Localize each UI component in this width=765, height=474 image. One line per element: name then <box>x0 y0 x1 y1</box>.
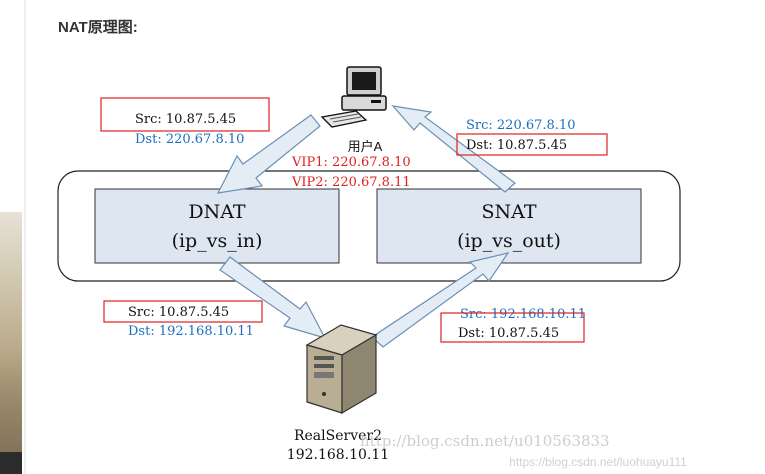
sidebar-thumbnail-footer <box>0 452 22 474</box>
arrow-user-to-dnat <box>216 114 321 194</box>
arrow-server-to-snat <box>371 252 510 348</box>
packet-out-server-dst-box <box>440 312 585 343</box>
dnat-box <box>94 188 340 264</box>
packet-in-server-dst: Dst: 192.168.10.11 <box>128 324 254 339</box>
packet-in-client-dst: Dst: 220.67.8.10 <box>135 132 244 147</box>
packet-out-client-src: Src: 220.67.8.10 <box>466 118 575 133</box>
packet-out-client-dst: Dst: 10.87.5.45 <box>466 138 567 153</box>
packet-in-client-src: Src: 10.87.5.45 <box>135 112 236 127</box>
left-sidebar-thumbnail-strip <box>0 0 24 474</box>
vip1-label: VIP1: 220.67.8.10 <box>291 155 411 170</box>
snat-label: SNAT <box>482 201 537 223</box>
page-divider <box>24 0 26 474</box>
computer-icon <box>320 66 387 128</box>
arrow-snat-to-user <box>391 105 516 193</box>
packet-in-server-src-box <box>103 300 263 323</box>
packet-out-server-dst: Dst: 10.87.5.45 <box>458 326 559 341</box>
packet-out-server-src: Src: 192.168.10.11 <box>460 307 586 322</box>
vip2-label: VIP2: 220.67.8.11 <box>291 175 411 190</box>
server-icon <box>305 324 378 415</box>
user-label: 用户A <box>348 139 383 154</box>
page-title: NAT原理图: <box>58 19 138 36</box>
dnat-label: DNAT <box>188 201 246 223</box>
watermark: http://blog.csdn.net/u010563833 <box>360 432 610 450</box>
packet-out-client-dst-box <box>456 133 608 156</box>
snat-sublabel: (ip_vs_out) <box>457 230 561 252</box>
server-name: RealServer2 <box>294 428 382 444</box>
sidebar-thumbnail-image[interactable] <box>0 212 22 462</box>
watermark-2: https://blog.csdn.net/luohuayu111 <box>509 455 687 469</box>
dnat-sublabel: (ip_vs_in) <box>172 230 263 252</box>
snat-box <box>376 188 642 264</box>
server-ip: 192.168.10.11 <box>287 447 389 463</box>
packet-in-client-src-box <box>100 97 270 132</box>
packet-in-server-src: Src: 10.87.5.45 <box>128 305 229 320</box>
arrow-dnat-to-server <box>219 256 327 339</box>
